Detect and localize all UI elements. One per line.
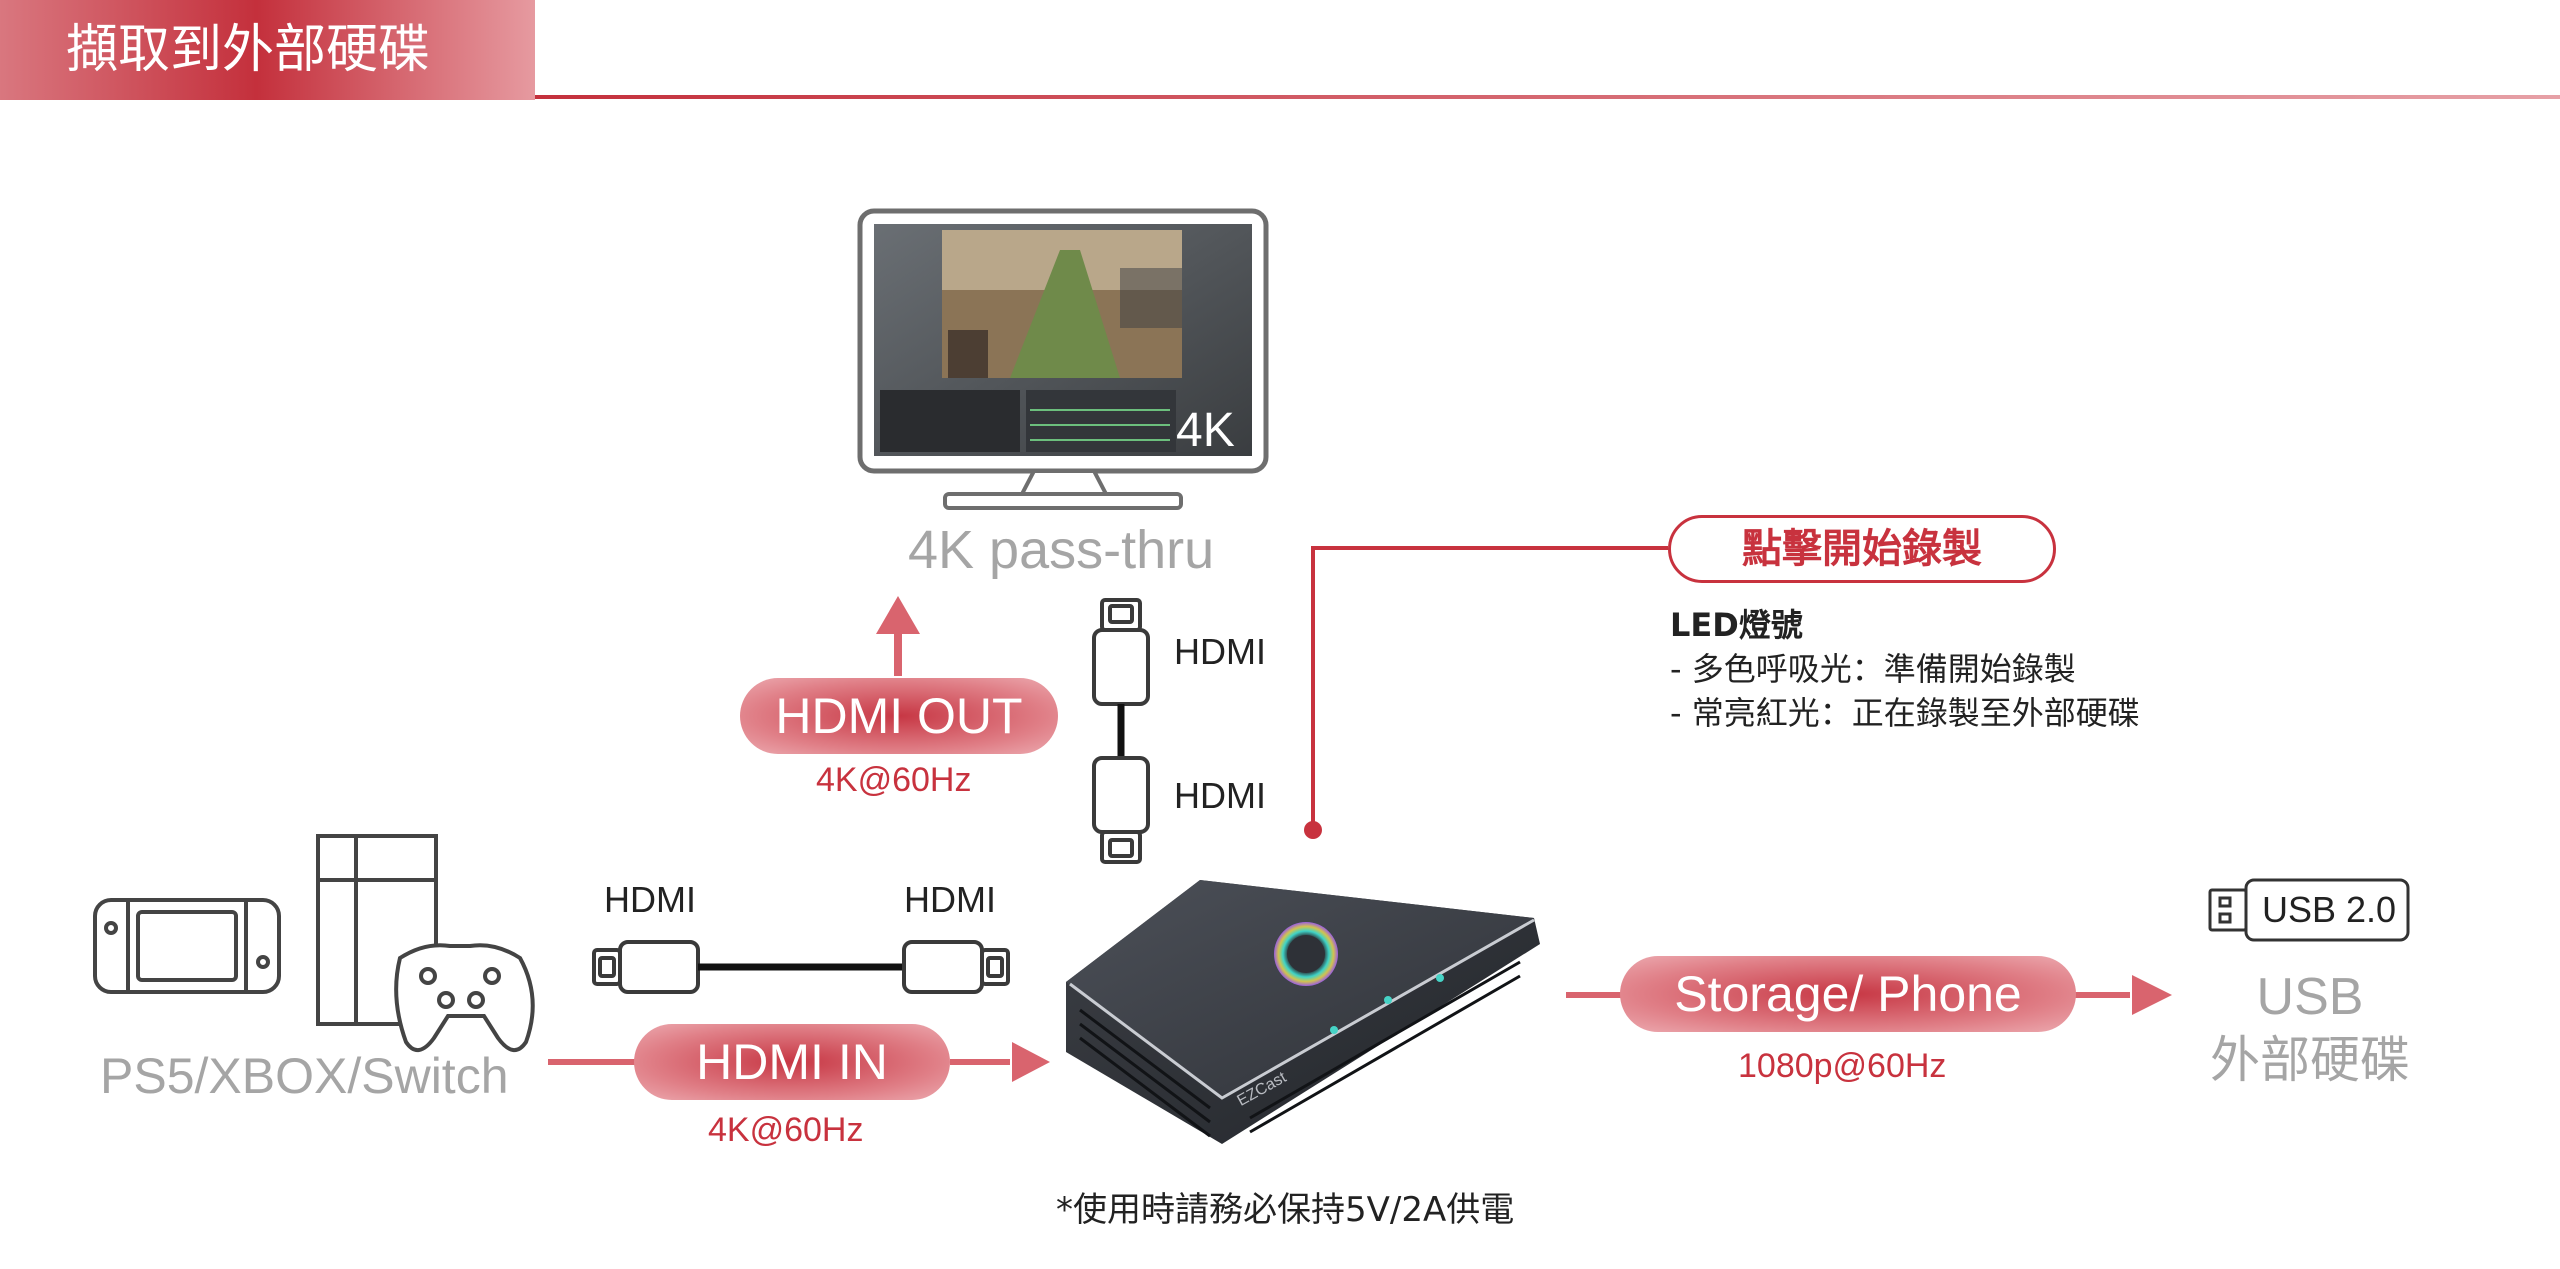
capture-device-icon <box>1066 880 1540 1144</box>
consoles-caption: PS5/XBOX/Switch <box>100 1048 509 1104</box>
storage-phone-pill: Storage/ Phone <box>1620 956 2076 1032</box>
usb-drive-icon <box>2208 878 2410 942</box>
usb-drive-label: USB 2.0 <box>2262 889 2397 930</box>
start-recording-button[interactable]: 點擊開始錄製 <box>1668 515 2056 583</box>
horizontal-hdmi-cable <box>592 940 1010 994</box>
console-icons <box>93 834 535 1052</box>
up-arrow-icon <box>876 596 920 676</box>
resolution-badge: 4K <box>1176 404 1235 457</box>
storage-spec: 1080p@60Hz <box>1738 1047 1947 1085</box>
vertical-hdmi-cable <box>1092 598 1150 864</box>
hdmi-in-pill: HDMI IN <box>634 1024 950 1100</box>
monitor-icon <box>857 208 1269 510</box>
led-line-solid-red: - 常亮紅光：正在錄製至外部硬碟 <box>1670 694 2140 732</box>
vertical-cable-bottom-label: HDMI <box>1174 775 1266 816</box>
horizontal-cable-right-label: HDMI <box>904 879 996 920</box>
led-title: LED燈號 <box>1670 606 1803 644</box>
title-underline <box>535 95 2560 99</box>
external-drive-caption: 外部硬碟 <box>2210 1031 2410 1089</box>
hdmi-out-pill: HDMI OUT <box>740 678 1058 754</box>
power-footnote: *使用時請務必保持5V/2A供電 <box>1056 1190 1515 1230</box>
hdmi-out-spec: 4K@60Hz <box>816 761 972 799</box>
horizontal-cable-left-label: HDMI <box>604 879 696 920</box>
pass-thru-caption: 4K pass-thru <box>908 520 1215 580</box>
title-bar <box>0 0 535 100</box>
usb-caption: USB <box>2256 968 2364 1026</box>
connector-lines <box>548 546 2172 1082</box>
vertical-cable-top-label: HDMI <box>1174 631 1266 672</box>
hdmi-in-spec: 4K@60Hz <box>708 1111 864 1149</box>
page-title: 擷取到外部硬碟 <box>66 20 431 80</box>
led-line-breathing: - 多色呼吸光：準備開始錄製 <box>1670 650 2076 688</box>
